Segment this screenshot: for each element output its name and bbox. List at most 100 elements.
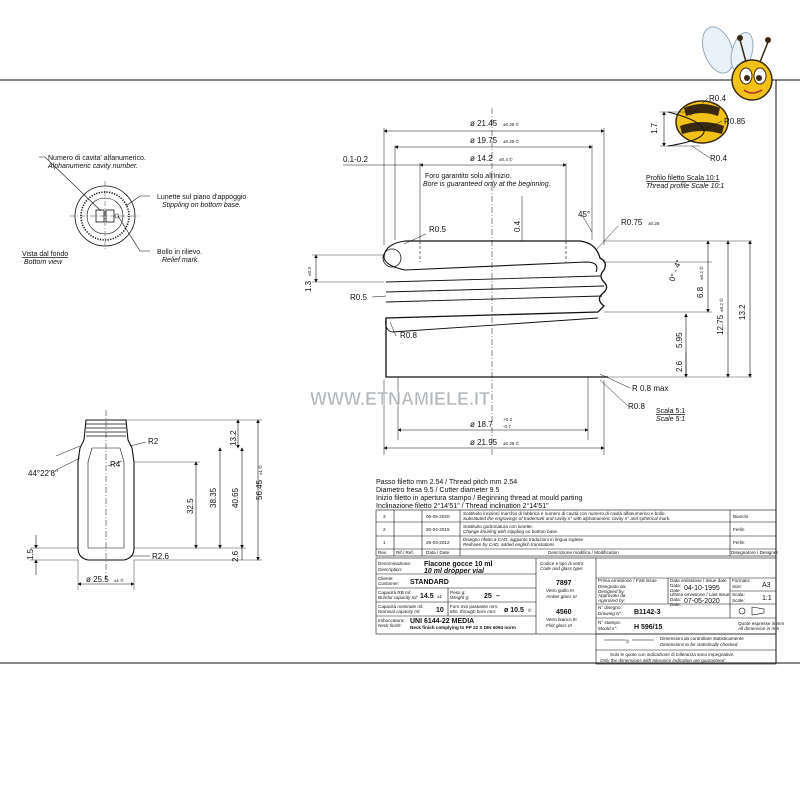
tb-glass-1-en: Amber glass III xyxy=(545,594,577,599)
tb-scale-label-it: Scala: xyxy=(732,592,745,597)
dim-12-75: 12.75 xyxy=(716,314,725,335)
bottle-dim-r2: R2 xyxy=(148,437,159,446)
stat-note-it: Dimensioni da controllare statisticament… xyxy=(660,636,744,641)
rev-3-date: 06-05-2020 xyxy=(426,514,450,519)
tb-issue-date-head: Data emissione / Issue date xyxy=(670,578,727,583)
bottle-dim-body-tolerance: ±1 © xyxy=(114,577,124,583)
tb-description-label-it: Denominazione: xyxy=(378,561,411,566)
tb-designed-label-en: Designed by: xyxy=(598,589,626,594)
bottle-dim-32-5: 32.5 xyxy=(186,498,195,514)
tb-glass-1-code: 7897 xyxy=(556,580,572,587)
rev-3-number: 3 xyxy=(383,514,386,519)
tb-glass-2-en: Flint glass III xyxy=(546,623,573,628)
tb-nominal-label-it: Capacità nominale ml: xyxy=(378,604,423,609)
dim-r08-max: R 0.8 max xyxy=(632,384,668,393)
tb-capacity-label-it: Capacità RB ml: xyxy=(378,590,411,595)
dim-inner-diameter: ø 18.7 xyxy=(470,420,493,429)
tb-capacity-value: 14.5 xyxy=(420,593,434,600)
rev-3-desc-it: Sostituito incisioni marchio di fabbrica… xyxy=(463,511,666,516)
tb-nominal-label-en: Nominal capacity ml: xyxy=(378,609,421,614)
thread-profile xyxy=(660,97,723,159)
tb-customer-label-en: Customer: xyxy=(378,581,400,586)
bottle-dimension-labels: 13.2 R2 R4 44°22'8" 32.5 38.35 40.65 56.… xyxy=(26,430,264,584)
rev-3-designer: Bianchi xyxy=(733,514,748,519)
cavity-label-en: Alphanumeric cavity number. xyxy=(47,163,138,170)
tb-scale-value: 1:1 xyxy=(762,595,772,602)
tb-glass-2-it: Vetro bianco III xyxy=(546,617,577,622)
tb-last-issue: Ultima emissione / Last issue xyxy=(670,592,730,597)
dim-r05-left: R0.5 xyxy=(350,293,367,302)
dim-mid-tolerance: ±0.25 © xyxy=(503,138,520,144)
tb-format-value: A3 xyxy=(762,582,771,589)
projection-symbol-icon xyxy=(738,606,765,616)
tb-min-bore-symbol: © xyxy=(528,607,532,613)
dim-mid-diameter: ø 19.75 xyxy=(470,136,498,145)
tb-min-bore-label-it: Foro min passante mm: xyxy=(450,604,498,609)
cavity-label-it: Numero di cavita' alfanumerico. xyxy=(48,155,146,162)
bottle-dim-1-5: 1.5 xyxy=(26,548,35,560)
tb-capacity-tolerance: ±1 xyxy=(437,594,443,599)
bottle-dim-40-65: 40.65 xyxy=(231,487,240,508)
tb-format-label-it: Formato: xyxy=(732,578,750,583)
dim-r08-lower: R0.8 xyxy=(628,402,645,411)
dim-6-8: 6.8 xyxy=(696,286,705,298)
rev-1-desc-it: Disegno rifatto a CAD, aggiunto traduzio… xyxy=(463,537,583,542)
dim-12-75-tolerance: ±0.2 © xyxy=(718,298,724,312)
bore-note-en: Bore is guaranteed only at the beginning… xyxy=(423,181,551,188)
bottle-dim-56-45-tolerance: ±1 © xyxy=(257,465,263,475)
stat-symbol: © xyxy=(626,638,630,644)
note-line-2: Diametro fresa 9.5 / Cutter diameter 9.5 xyxy=(376,487,499,494)
bottle-dim-angle: 44°22'8" xyxy=(28,469,58,478)
rev-2-date: 20-04-2015 xyxy=(426,527,450,532)
tb-glass-1-it: Vetro giallo III xyxy=(546,588,574,593)
bottom-view-title-it: Vista dal fondo xyxy=(22,251,68,258)
tb-approved-label-en: Approved by: xyxy=(597,598,626,603)
stat-note-en: Dimensions to be statistically checked. xyxy=(660,642,739,647)
note-line-4: Inclinazione filetto 2°14'51" / Thread i… xyxy=(376,502,549,510)
bottle-dim-body-diameter: ø 25.5 xyxy=(86,575,109,584)
dim-angle-45: 45° xyxy=(578,210,590,219)
thread-profile-labels: R0.4 R0.85 R0.4 1.7 Profilo filetto Scal… xyxy=(646,94,746,190)
tb-weight-dash: – xyxy=(496,593,500,600)
thread-r04-top: R0.4 xyxy=(709,94,726,103)
tb-mould-value: H 596/15 xyxy=(634,624,663,631)
tb-glass-label-it: Codice e tipo di vetro: xyxy=(540,561,584,566)
note-line-1: Passo filetto mm 2.54 / Thread pitch mm … xyxy=(376,479,517,486)
rev-1-designer: Ferlin xyxy=(733,540,745,545)
dim-r05-top: R0.5 xyxy=(429,225,446,234)
dim-5-95: 5.95 xyxy=(675,332,684,348)
dim-r075: R0.75 xyxy=(621,218,643,227)
tb-date2-label-it: Data: xyxy=(670,597,681,602)
dim-1-3: 1.3 xyxy=(304,280,313,292)
title-block-fields: Denominazione: Description: Flacone gocc… xyxy=(378,561,784,631)
tb-drawing-label-it: N° disegno: xyxy=(598,605,622,610)
tb-first-issue: Prima emissione / First issue xyxy=(598,578,657,583)
dim-inner-tol-hi: +0.2 xyxy=(503,417,513,422)
dim-base-tolerance: ±0.25 © xyxy=(503,440,520,446)
revision-table xyxy=(375,509,777,557)
bore-note-it: Foro garantito solo all'inizio. xyxy=(425,173,512,180)
tb-customer-value: STANDARD xyxy=(410,579,449,586)
dim-bore-diameter: ø 14.2 xyxy=(470,154,493,163)
tb-description-value-en: 10 ml dropper vial xyxy=(424,568,485,575)
tb-description-label-en: Description: xyxy=(378,567,403,572)
dim-2-6-neck: 2.6 xyxy=(675,360,684,372)
tb-neck-value-en: Neck finish complying to PP 22 S DIN 609… xyxy=(410,625,516,630)
rev-2-desc-en: Change knurling with stippling on bottom… xyxy=(463,529,558,534)
note-line-3: Inizio filetto in apertura stampo / Begi… xyxy=(376,495,582,502)
dim-bore-tolerance: ±0.4 © xyxy=(499,156,513,162)
rev-header-ref: Rif./ Ref. xyxy=(396,550,414,555)
dim-6-8-tolerance: ±0.2 © xyxy=(698,266,704,280)
tb-nominal-value: 10 xyxy=(436,607,444,614)
tb-format-label-en: Size: xyxy=(732,584,743,589)
rev-header-date: Data / Date xyxy=(426,550,450,555)
relief-label-en: Relief mark. xyxy=(162,257,199,264)
tb-approved-label-it: Approvato da: xyxy=(598,593,627,598)
rev-2-designer: Ferlin xyxy=(733,527,745,532)
rev-header-desc: Descrizione modifica / Modification xyxy=(548,550,619,555)
tb-mould-label-en: Mould n°: xyxy=(598,626,618,631)
rev-header-rev: Rev. xyxy=(378,550,387,555)
stipple-label-en: Stippling on bottom base. xyxy=(162,202,241,209)
